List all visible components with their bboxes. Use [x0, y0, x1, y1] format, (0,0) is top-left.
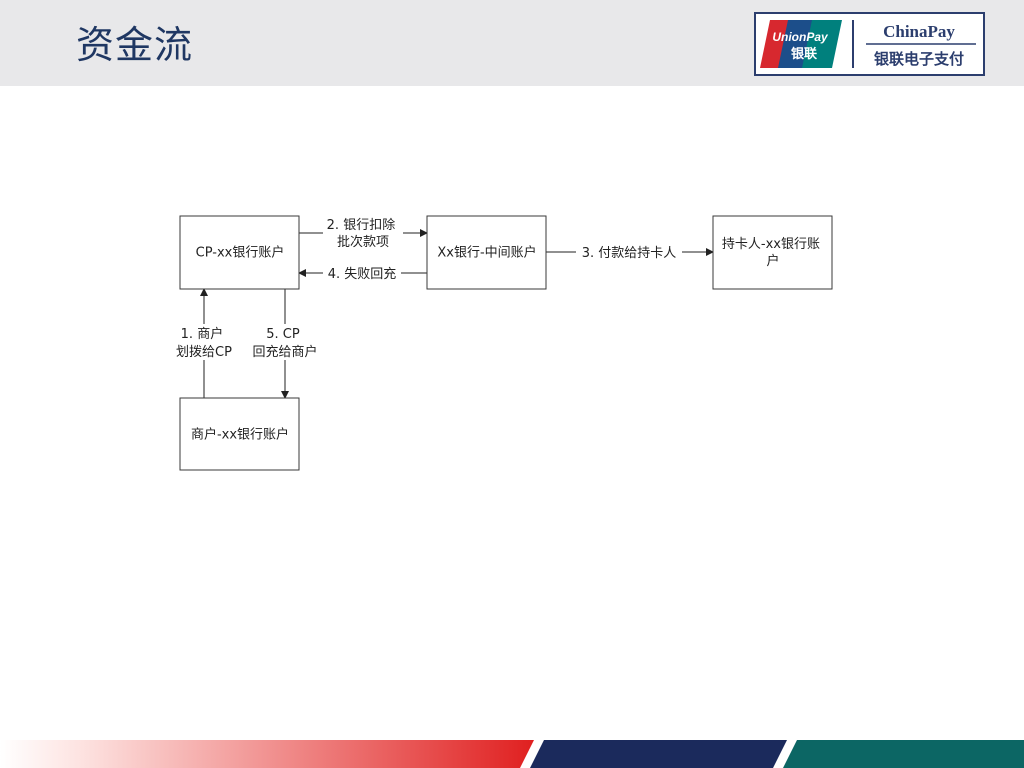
footer-teal-stripe	[783, 740, 1024, 768]
footer-decoration-bar	[0, 740, 1024, 768]
edge-2-label: 2. 银行扣除 批次款项	[327, 218, 400, 250]
node-cp-account-box	[179, 215, 300, 290]
footer-navy-stripe	[530, 740, 787, 768]
edge-1-label: 1. 商户 划拨给CP	[176, 326, 232, 360]
logo-graphic: UnionPay 银联 ChinaPay 银联电子支付	[760, 20, 976, 68]
node-middle-account-box	[426, 215, 547, 290]
edge-4-label-group: 4. 失败回充	[323, 264, 401, 282]
slide-title: 资金流	[76, 23, 194, 67]
chinapay-chinese-wordmark: 银联电子支付	[874, 50, 964, 68]
footer-stripes	[0, 740, 1024, 768]
edge-3-label: 3. 付款给持卡人	[582, 246, 677, 261]
node-middle-account-label: Xx银行-中间账户	[437, 245, 536, 261]
node-merchant-account: 商户-xx银行账户	[179, 397, 300, 471]
node-cardholder-account-label: 持卡人-xx银行账 户	[722, 237, 824, 269]
footer-red-stripe	[0, 740, 534, 768]
node-cp-account-label: CP-xx银行账户	[196, 245, 285, 261]
chinapay-logo: UnionPay 银联 ChinaPay 银联电子支付	[754, 12, 985, 76]
unionpay-card-icon: UnionPay 银联	[760, 20, 842, 68]
node-middle-account: Xx银行-中间账户	[426, 215, 547, 290]
unionpay-chinese-wordmark: 银联	[791, 46, 817, 62]
node-cp-account: CP-xx银行账户	[179, 215, 300, 290]
node-cardholder-account: 持卡人-xx银行账 户	[712, 215, 833, 290]
node-merchant-account-box	[179, 397, 300, 471]
edge-4-label: 4. 失败回充	[328, 266, 397, 282]
node-merchant-account-label: 商户-xx银行账户	[191, 427, 289, 443]
edge-1-label-group: 1. 商户 划拨给CP	[170, 324, 240, 360]
edge-5-label-group: 5. CP 回充给商户	[246, 324, 324, 360]
node-cardholder-account-box	[712, 215, 833, 290]
edge-3-label-group: 3. 付款给持卡人	[576, 243, 682, 261]
edge-2-label-group: 2. 银行扣除 批次款项	[323, 215, 403, 250]
unionpay-wordmark: UnionPay	[772, 30, 829, 44]
chinapay-wordmark: ChinaPay	[883, 22, 955, 41]
edge-5-label: 5. CP 回充给商户	[252, 327, 317, 360]
